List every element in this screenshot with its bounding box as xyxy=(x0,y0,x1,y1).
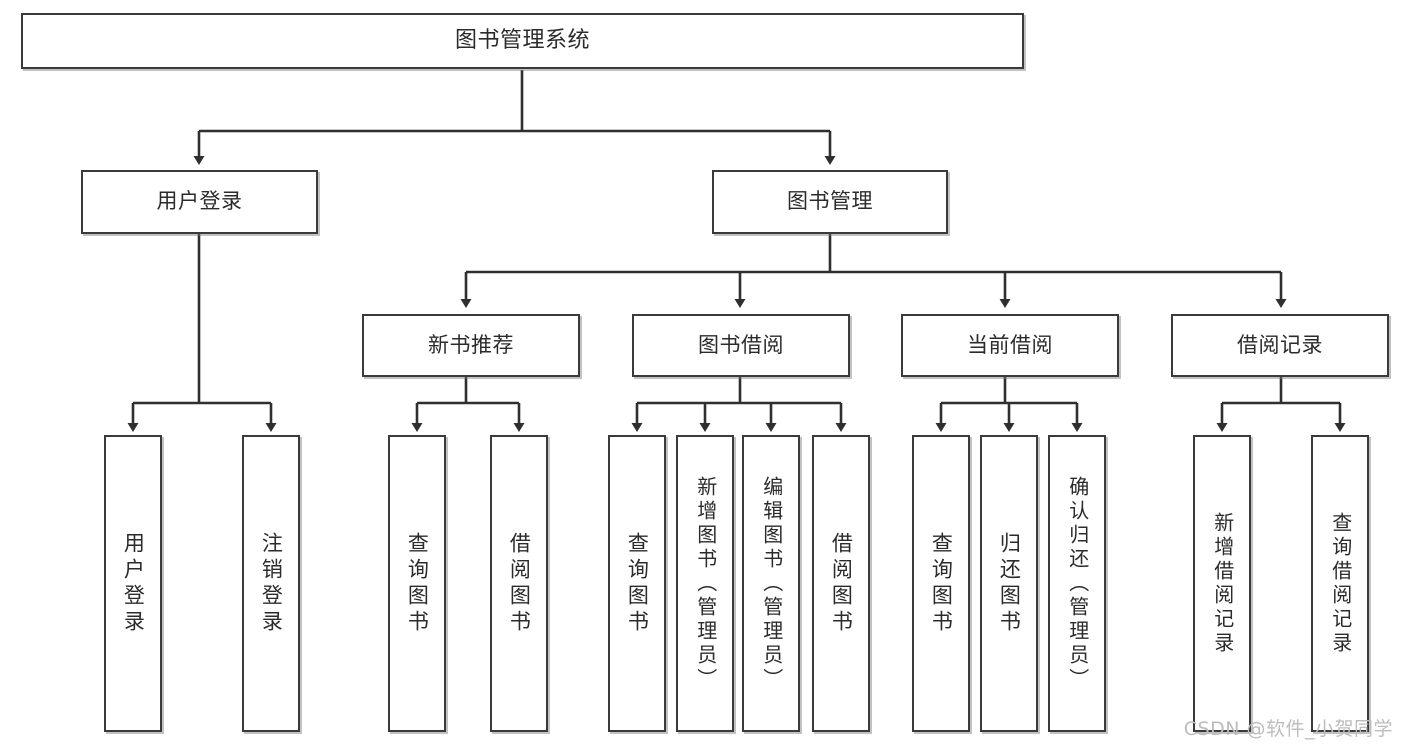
node-label: 归还图书 xyxy=(997,531,1022,636)
node-label: 借阅图书 xyxy=(507,531,532,636)
node-label: 查询图书 xyxy=(929,531,954,636)
node-label: 当前借阅 xyxy=(967,332,1053,357)
node-label: 查询图书 xyxy=(625,531,650,636)
leaf-query-books-current[interactable]: 查询图书 xyxy=(912,435,970,732)
leaf-return-books[interactable]: 归还图书 xyxy=(980,435,1038,732)
node-label: 用户登录 xyxy=(121,531,146,636)
node-label: 新增图书（管理员） xyxy=(693,475,718,692)
leaf-borrow-books-recommendation[interactable]: 借阅图书 xyxy=(490,435,548,732)
node-label: 用户登录 xyxy=(156,189,243,214)
node-borrow-records[interactable]: 借阅记录 xyxy=(1171,314,1389,377)
node-label: 新增借阅记录 xyxy=(1210,511,1235,656)
leaf-add-book-admin[interactable]: 新增图书（管理员） xyxy=(676,435,734,732)
node-book-borrowing[interactable]: 图书借阅 xyxy=(632,314,850,377)
leaf-user-login[interactable]: 用户登录 xyxy=(104,435,162,732)
node-book-management[interactable]: 图书管理 xyxy=(712,170,948,234)
node-label: 查询图书 xyxy=(405,531,430,636)
node-label: 确认归还（管理员） xyxy=(1065,475,1090,692)
leaf-query-books-recommendation[interactable]: 查询图书 xyxy=(388,435,446,732)
leaf-query-books-borrowing[interactable]: 查询图书 xyxy=(608,435,666,732)
node-label: 图书管理 xyxy=(787,189,873,214)
node-label: 注销登录 xyxy=(259,531,284,636)
leaf-borrow-books-borrowing[interactable]: 借阅图书 xyxy=(812,435,870,732)
leaf-query-borrow-record[interactable]: 查询借阅记录 xyxy=(1311,435,1369,732)
node-label: 借阅图书 xyxy=(829,531,854,636)
node-label: 图书借阅 xyxy=(698,332,784,357)
leaf-confirm-return-admin[interactable]: 确认归还（管理员） xyxy=(1048,435,1106,732)
node-new-book-recommendation[interactable]: 新书推荐 xyxy=(362,314,580,377)
node-user-login[interactable]: 用户登录 xyxy=(81,170,318,234)
leaf-add-borrow-record[interactable]: 新增借阅记录 xyxy=(1193,435,1251,732)
node-root-system[interactable]: 图书管理系统 xyxy=(21,13,1024,69)
node-label: 借阅记录 xyxy=(1237,332,1323,357)
csdn-watermark: CSDN @软件_小贺同学 xyxy=(1183,718,1393,740)
node-current-borrowing[interactable]: 当前借阅 xyxy=(901,314,1119,377)
leaf-edit-book-admin[interactable]: 编辑图书（管理员） xyxy=(742,435,800,732)
node-label: 编辑图书（管理员） xyxy=(759,475,784,692)
node-label: 图书管理系统 xyxy=(454,28,590,54)
leaf-logout[interactable]: 注销登录 xyxy=(242,435,300,732)
node-label: 查询借阅记录 xyxy=(1328,511,1353,656)
node-label: 新书推荐 xyxy=(428,332,514,357)
